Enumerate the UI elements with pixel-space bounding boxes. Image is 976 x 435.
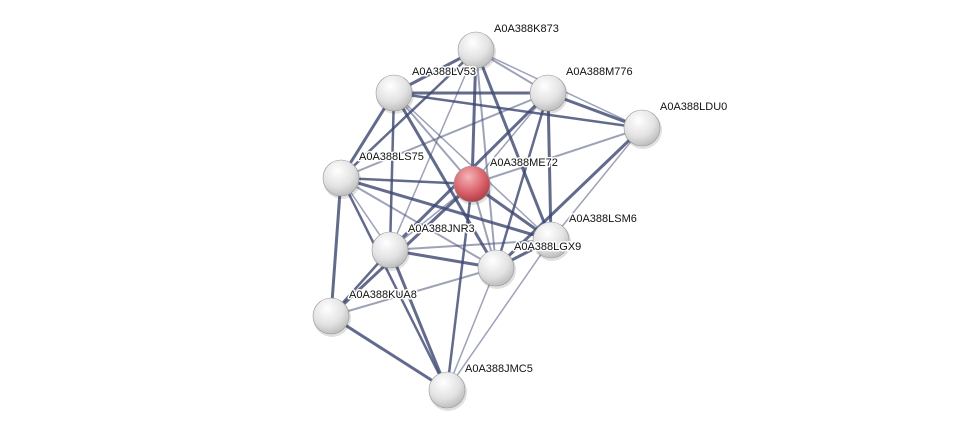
node-label: A0A388LV53 — [412, 66, 476, 78]
node-circle[interactable] — [312, 297, 350, 335]
node-label: A0A388K873 — [494, 23, 559, 35]
node-A0A388JMC5[interactable]: A0A388JMC5 — [428, 362, 534, 411]
edge-A0A388ME72-A0A388JMC5[interactable] — [445, 183, 474, 391]
edge-A0A388LV53-A0A388JNR3[interactable] — [388, 92, 396, 251]
node-label: A0A388M776 — [566, 66, 633, 78]
edge-A0A388LS75-A0A388KUA8[interactable] — [329, 177, 343, 317]
edge-A0A388K873-A0A388JNR3[interactable] — [389, 49, 477, 251]
edge-A0A388M776-A0A388ME72[interactable] — [471, 92, 549, 185]
node-circle[interactable] — [457, 31, 495, 69]
edge-A0A388LDU0-A0A388ME72[interactable] — [471, 127, 643, 185]
edge-A0A388K873-A0A388LS75[interactable] — [340, 49, 477, 179]
edge-A0A388LS75-A0A388ME72[interactable] — [340, 176, 473, 186]
node-circle[interactable] — [529, 74, 567, 112]
node-label: A0A388JNR3 — [408, 223, 475, 235]
node-A0A388K873[interactable]: A0A388K873 — [457, 22, 560, 71]
edge-A0A388LGX9-A0A388KUA8[interactable] — [330, 267, 497, 317]
edge-A0A388K873-A0A388LGX9[interactable] — [475, 49, 497, 269]
node-label: A0A388ME72 — [490, 157, 558, 169]
edge-A0A388M776-A0A388LS75[interactable] — [340, 92, 549, 179]
node-circle[interactable] — [428, 371, 466, 409]
edge-A0A388LV53-A0A388ME72[interactable] — [393, 92, 473, 185]
node-circle[interactable] — [322, 159, 360, 197]
node-circle[interactable] — [623, 109, 661, 147]
edge-A0A388LDU0-A0A388LSM6[interactable] — [550, 127, 643, 241]
edge-A0A388K873-A0A388LSM6[interactable] — [474, 49, 553, 241]
node-circle[interactable] — [477, 249, 515, 287]
node-A0A388LGX9[interactable]: A0A388LGX9 — [477, 240, 583, 289]
edge-A0A388LS75-A0A388LGX9[interactable] — [340, 177, 497, 269]
node-label: A0A388LSM6 — [569, 213, 637, 225]
node-circle[interactable] — [375, 74, 413, 112]
edge-A0A388LSM6-A0A388JMC5[interactable] — [446, 239, 552, 391]
edge-A0A388LV53-A0A388LDU0[interactable] — [393, 91, 643, 130]
edge-A0A388M776-A0A388LGX9[interactable] — [494, 92, 550, 269]
node-A0A388LV53[interactable]: A0A388LV53 — [375, 65, 478, 114]
node-circle[interactable] — [532, 221, 570, 259]
edge-A0A388KUA8-A0A388JMC5[interactable] — [330, 314, 448, 392]
edge-A0A388LV53-A0A388LGX9[interactable] — [392, 92, 498, 269]
node-label: A0A388JMC5 — [465, 363, 533, 375]
edge-A0A388LDU0-A0A388LGX9[interactable] — [494, 126, 644, 270]
node-label: A0A388KUA8 — [349, 289, 417, 301]
node-label: A0A388LGX9 — [514, 241, 581, 253]
node-circle[interactable] — [371, 231, 409, 269]
node-A0A388M776[interactable]: A0A388M776 — [529, 65, 634, 114]
edge-A0A388LGX9-A0A388JMC5[interactable] — [446, 267, 497, 391]
edge-A0A388JNR3-A0A388JMC5[interactable] — [388, 249, 449, 391]
edge-A0A388LS75-A0A388JMC5[interactable] — [339, 177, 449, 391]
node-label: A0A388LDU0 — [660, 101, 727, 113]
node-A0A388JNR3[interactable]: A0A388JNR3 — [371, 222, 476, 271]
node-A0A388LSM6[interactable]: A0A388LSM6 — [532, 212, 638, 261]
node-A0A388LS75[interactable]: A0A388LS75 — [322, 150, 425, 199]
node-A0A388KUA8[interactable]: A0A388KUA8 — [312, 288, 418, 337]
node-label: A0A388LS75 — [359, 151, 424, 163]
edge-A0A388K873-A0A388ME72[interactable] — [470, 49, 478, 185]
node-A0A388LDU0[interactable]: A0A388LDU0 — [623, 100, 729, 149]
edge-A0A388LSM6-A0A388JNR3[interactable] — [389, 239, 552, 251]
node-A0A388ME72[interactable]: A0A388ME72 — [453, 156, 559, 205]
query-node-circle[interactable] — [453, 165, 491, 203]
